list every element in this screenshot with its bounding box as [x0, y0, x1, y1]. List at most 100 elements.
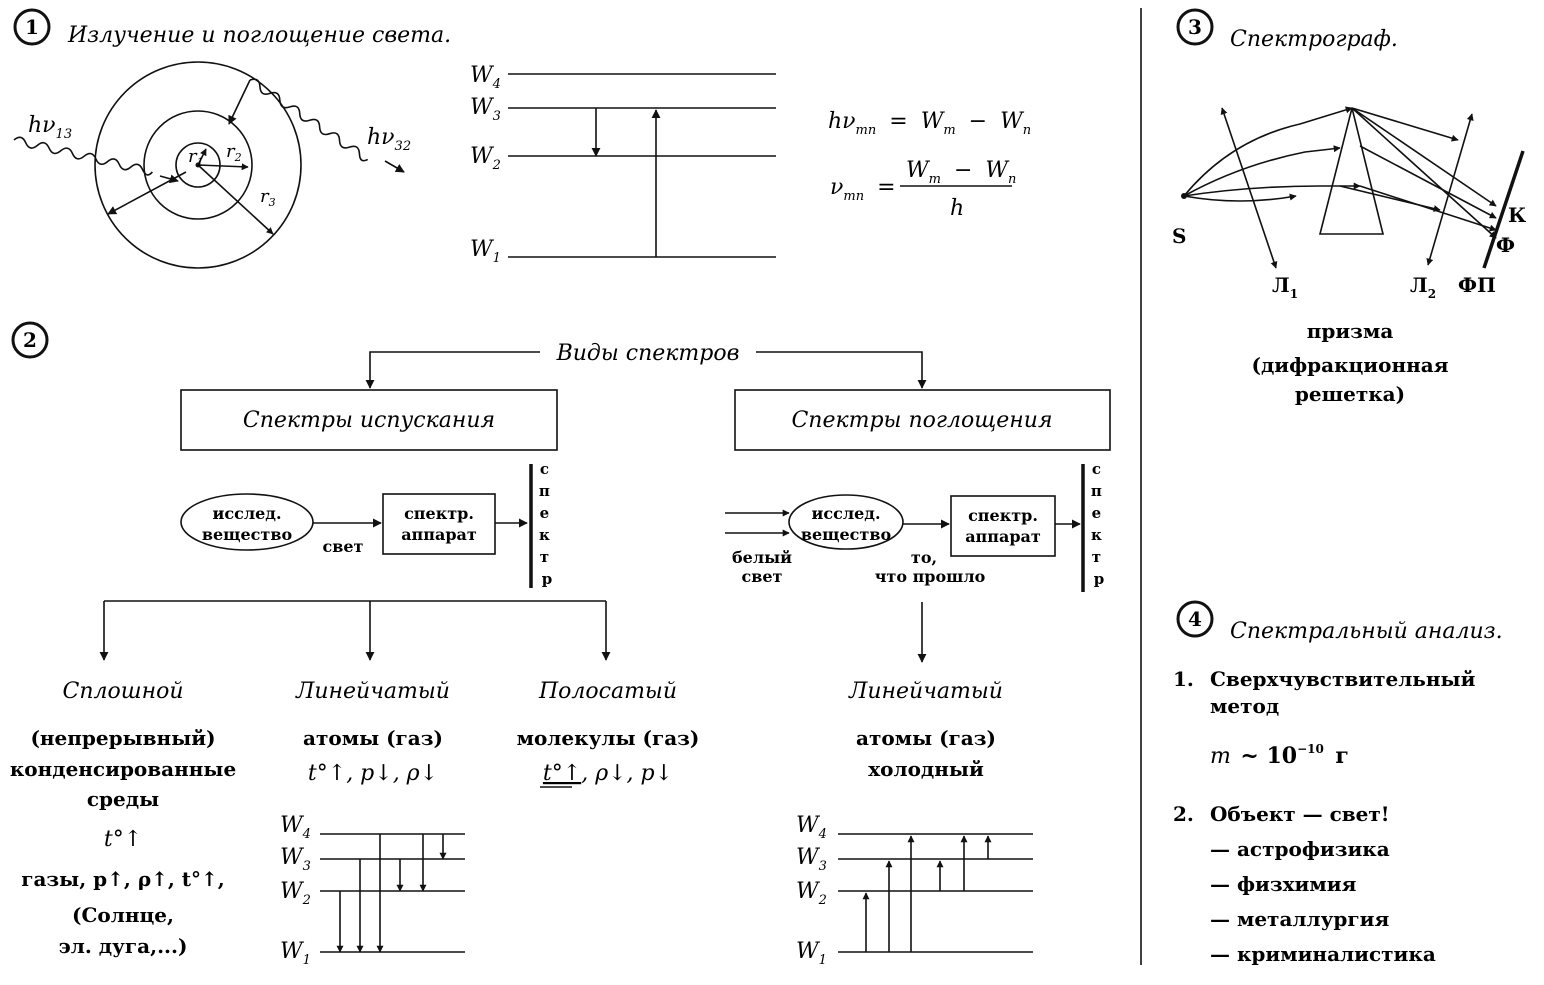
section-1: 1 Излучение и поглощение света. hν13 hν3… [13, 8, 1031, 269]
section-3-badge [1176, 8, 1214, 46]
level-w3: W3 [470, 95, 501, 124]
substance-em-l2: вещество [202, 525, 293, 544]
section-4-title: Спектральный анализ. [1230, 619, 1503, 644]
transition-3-2-arrow [228, 79, 251, 125]
section-4: 4 Спектральный анализ. 1. Сверхчувствите… [1173, 600, 1503, 966]
white-light-l2: свет [742, 567, 783, 586]
line-em-w3: W3 [280, 845, 311, 874]
analysis-item1-l2: метод [1210, 694, 1279, 718]
prism-caption-3: решетка) [1295, 382, 1405, 406]
continuous-spectrum: Сплошной (непрерывный) конденсированные … [10, 679, 236, 958]
analysis-item1-num: 1. [1173, 667, 1194, 691]
formula-frequency-numerator: Wm − Wn [906, 158, 1016, 189]
label-K: К [1508, 203, 1526, 227]
section-3-title: Спектрограф. [1230, 27, 1398, 52]
orbit-2 [143, 110, 253, 220]
section-4-badge [1176, 600, 1214, 638]
section-1-number: 1 [25, 15, 39, 39]
passed-l1: то, [911, 548, 937, 567]
photon-out-label: hν32 [367, 125, 411, 154]
analysis-item2-num: 2. [1173, 802, 1194, 826]
level-w1: W1 [470, 237, 501, 266]
formula-frequency-left: νmn = [830, 175, 896, 206]
apparatus-em-l1: спектр. [404, 504, 474, 523]
energy-levels-main: W4 W3 W2 W1 [470, 63, 776, 266]
apparatus-abs-l1: спектр. [968, 506, 1038, 525]
passed-l2: что прошло [875, 567, 986, 586]
line-em-w4: W4 [280, 813, 311, 842]
absorption-chain: исслед. вещество белый свет то, что прош… [725, 460, 1104, 663]
analysis-mass: m ~ 10−10 г [1210, 733, 1349, 769]
substance-abs-l1: исслед. [811, 504, 880, 523]
line-abs-desc-2: холодный [868, 757, 984, 781]
continuous-t: t°↑ [104, 827, 142, 852]
line-abs-w4: W4 [796, 813, 827, 842]
apparatus-abs-l2: аппарат [965, 527, 1041, 546]
line-absorption-spectrum: Линейчатый атомы (газ) холодный W4 W3 W2… [796, 679, 1033, 968]
prism-caption-1: призма [1307, 319, 1394, 343]
radius-2-arrow [197, 163, 249, 171]
analysis-use-1: — астрофизика [1210, 837, 1390, 861]
continuous-sun: (Солнце, [72, 903, 174, 927]
absorption-box [734, 389, 1111, 451]
band-title: Полосатый [538, 679, 677, 704]
section-2: 2 Виды спектров Спектры испускания Спект… [10, 321, 1111, 968]
substance-ellipse-em [180, 493, 314, 551]
spectrum-letters-em: с п е к т р [539, 460, 555, 588]
continuous-title: Сплошной [63, 679, 184, 704]
photon-in-wave [13, 136, 153, 176]
section-2-badge [11, 321, 49, 359]
analysis-item2: Объект — свет! [1210, 802, 1390, 826]
band-cond: t°↑, ρ↓, p↓ [543, 761, 673, 786]
line-abs-w2: W2 [796, 879, 827, 908]
radius-3-arrow [197, 164, 274, 235]
continuous-gases: газы, p↑, ρ↑, t°↑, [21, 867, 225, 891]
continuous-desc-1: (непрерывный) [30, 726, 215, 750]
continuous-arc: эл. дуга,...) [59, 934, 188, 958]
label-L2: Л2 [1410, 273, 1436, 301]
line-em-w2: W2 [280, 879, 311, 908]
spectrograph-schematic: S Л1 Л2 К Ф ФП [1172, 106, 1526, 301]
light-label-em: свет [323, 537, 364, 556]
band-desc: молекулы (газ) [517, 726, 700, 750]
orbit-1 [175, 142, 221, 188]
spectra-root-label: Виды спектров [556, 341, 740, 366]
level-w2: W2 [470, 144, 501, 173]
white-light-l1: белый [732, 548, 792, 567]
line-em-desc: атомы (газ) [303, 726, 443, 750]
prism-caption-2: (дифракционная [1251, 353, 1448, 377]
emission-label: Спектры испускания [243, 408, 495, 433]
r3-label: r3 [260, 186, 276, 209]
label-S: S [1172, 224, 1186, 248]
source-point [1181, 193, 1187, 199]
analysis-use-2: — физхимия [1210, 872, 1357, 896]
root-to-absorption [756, 351, 927, 389]
photo-plate [1482, 150, 1525, 269]
root-to-emission [365, 351, 540, 389]
formula-energy: hνmn = Wm − Wn [828, 109, 1031, 140]
apparatus-box-abs [950, 495, 1056, 557]
lens-1 [1220, 107, 1278, 269]
radius-1-arrow [197, 148, 207, 166]
orbit-3 [94, 61, 302, 269]
section-4-number: 4 [1188, 607, 1202, 631]
substance-em-l1: исслед. [212, 504, 281, 523]
apparatus-box-em [382, 493, 496, 555]
analysis-item1-l1: Сверхчувствительный [1210, 667, 1476, 691]
transition-1-3-arrow [107, 171, 187, 215]
line-em-w1: W1 [280, 939, 311, 968]
line-emission-spectrum: Линейчатый атомы (газ) t°↑, p↓, ρ↓ W4 W3… [280, 679, 465, 968]
atom-model: hν13 hν32 r1 r2 r3 [13, 61, 411, 269]
r2-label: r2 [226, 141, 242, 164]
section-3-number: 3 [1188, 15, 1202, 39]
section-1-badge [13, 8, 51, 46]
formulas: hνmn = Wm − Wn νmn = Wm − Wn h [828, 109, 1031, 221]
absorption-label: Спектры поглощения [791, 408, 1052, 433]
lens-2 [1426, 113, 1474, 266]
photon-in-label: hν13 [28, 113, 72, 142]
photon-out-arrow [384, 160, 405, 173]
apparatus-em-l2: аппарат [401, 525, 477, 544]
analysis-use-3: — металлургия [1210, 907, 1389, 931]
line-abs-title: Линейчатый [848, 679, 1003, 704]
